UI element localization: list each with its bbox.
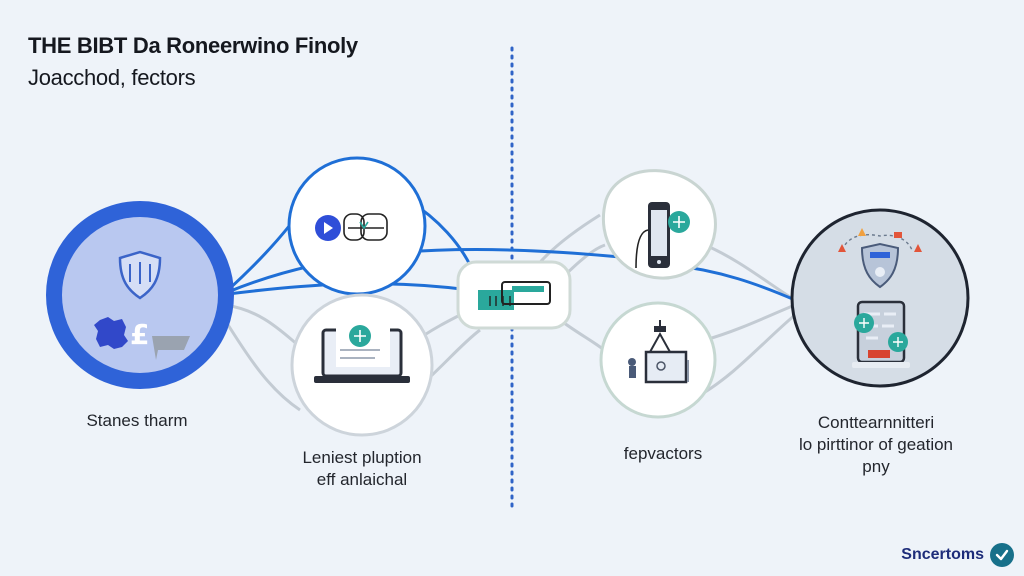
label-right-hub-line-1: Conttearnnitteri [817,413,935,432]
node-top-right[interactable] [601,169,717,280]
pound-icon: £ [130,318,149,351]
label-right-hub: Conttearnnitteri lo pirttinor of geation… [799,412,953,478]
label-bottom-left: Leniest pluption eff anlaichal [302,447,421,491]
label-bottom-left-line-1: Leniest pluption [302,448,422,467]
label-bottom-left-line-2: eff anlaichal [316,470,408,489]
laptop-icon [314,327,410,383]
label-left-hub: Stanes tharm [86,411,188,430]
check-circle-icon [990,543,1014,567]
alert-icon [914,244,922,252]
alert-icon [858,228,866,236]
monitor-icon [644,331,688,384]
gear-icon [94,317,128,349]
server-icon [478,281,551,310]
alert-icon [838,244,846,252]
page-title: THE BIBT Da Roneerwino Finoly Joacchod, … [28,30,358,94]
node-bottom-right[interactable] [599,301,717,419]
node-right-hub[interactable] [790,208,970,388]
node-left-hub[interactable]: £ [46,201,234,389]
node-top-left[interactable] [287,156,427,296]
brand-logo[interactable]: Sncertoms [901,543,1014,567]
phone-icon [635,202,670,269]
router-icon [343,213,388,241]
alert-icon [894,232,902,238]
node-bottom-left[interactable] [290,293,434,437]
title-line-2: Joacchod, fectors [28,65,196,90]
shield-icon [118,250,162,300]
shield-icon [860,242,900,289]
brand-name: Sncertoms [901,546,984,563]
tag-icon [152,336,190,360]
label-right-hub-line-2: lo pirttinor of geation [798,435,954,454]
label-bottom-right: fepvactors [623,444,703,463]
title-line-1: THE BIBT Da Roneerwino Finoly [28,33,358,58]
satellite-icon [654,320,666,332]
robot-icon [628,358,636,378]
node-center[interactable] [456,260,572,330]
label-right-hub-line-3: pny [862,457,890,476]
